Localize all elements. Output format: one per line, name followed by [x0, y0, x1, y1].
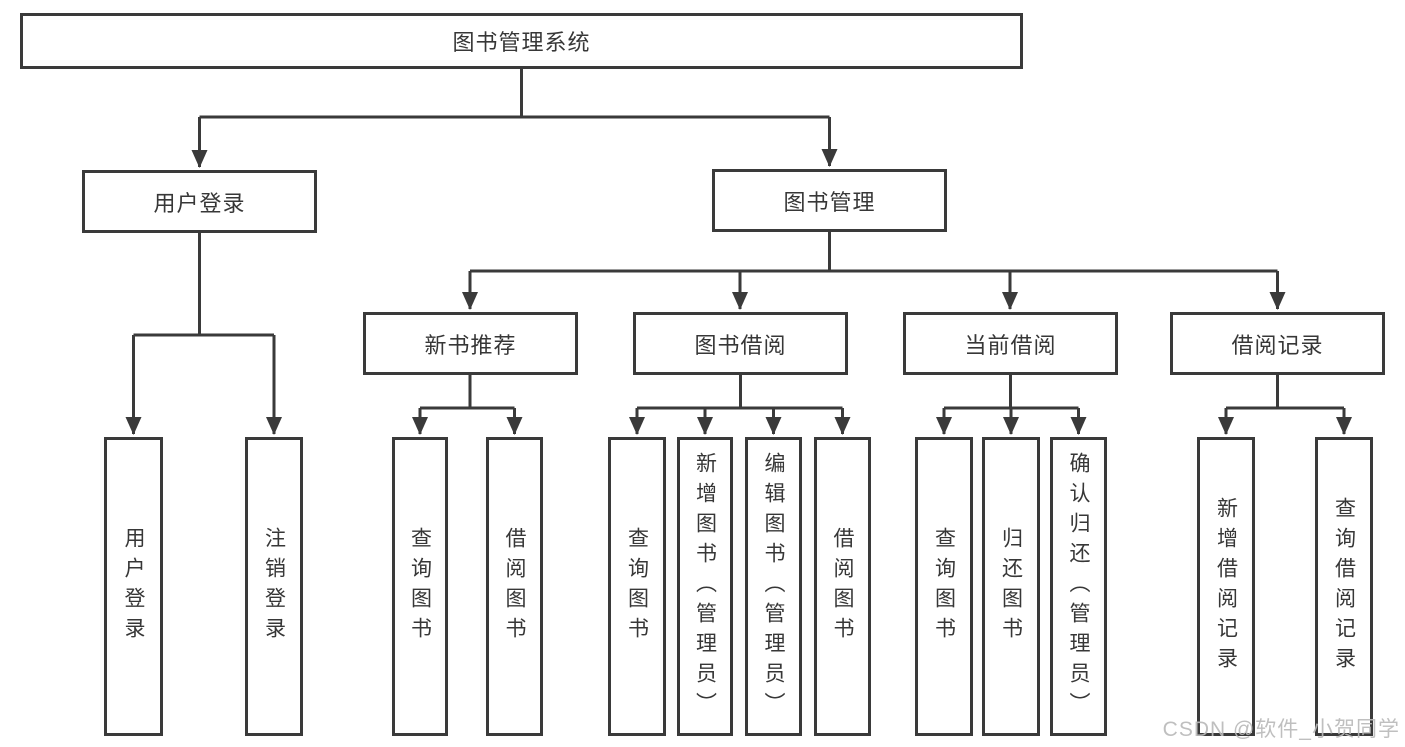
node-book-borrow: 图书借阅	[633, 312, 848, 375]
node-borrow-records: 借阅记录	[1170, 312, 1385, 375]
node-leaf-bb-add: 新增图书（管理员）	[677, 437, 733, 736]
node-leaf-cb-confirm: 确认归还（管理员）	[1050, 437, 1107, 736]
node-leaf-br-query: 查询借阅记录	[1315, 437, 1373, 736]
node-leaf-logout: 注销登录	[245, 437, 303, 736]
node-book-mgmt: 图书管理	[712, 169, 947, 232]
node-leaf-cb-return: 归还图书	[982, 437, 1040, 736]
node-leaf-cb-query: 查询图书	[915, 437, 973, 736]
watermark: CSDN @软件_小贺同学	[1162, 718, 1400, 741]
connector-user-login-to-leaves	[125, 233, 282, 435]
connector-current-borrow-to-leaves	[936, 375, 1087, 435]
node-leaf-br-add: 新增借阅记录	[1197, 437, 1255, 736]
connector-book-borrow-to-leaves	[629, 375, 851, 435]
node-leaf-bb-borrow: 借阅图书	[814, 437, 871, 736]
connector-book-mgmt-to-level3	[462, 232, 1286, 310]
connector-root-to-level2	[191, 69, 838, 168]
node-new-book-rec: 新书推荐	[363, 312, 578, 375]
node-leaf-nb-borrow: 借阅图书	[486, 437, 543, 736]
node-leaf-user-login: 用户登录	[104, 437, 163, 736]
node-leaf-nb-query: 查询图书	[392, 437, 448, 736]
connector-borrow-records-to-leaves	[1218, 375, 1352, 435]
node-current-borrow: 当前借阅	[903, 312, 1118, 375]
node-leaf-bb-query: 查询图书	[608, 437, 666, 736]
connector-new-book-rec-to-leaves	[412, 375, 523, 435]
node-user-login: 用户登录	[82, 170, 317, 233]
node-root: 图书管理系统	[20, 13, 1023, 69]
node-leaf-bb-edit: 编辑图书（管理员）	[745, 437, 802, 736]
